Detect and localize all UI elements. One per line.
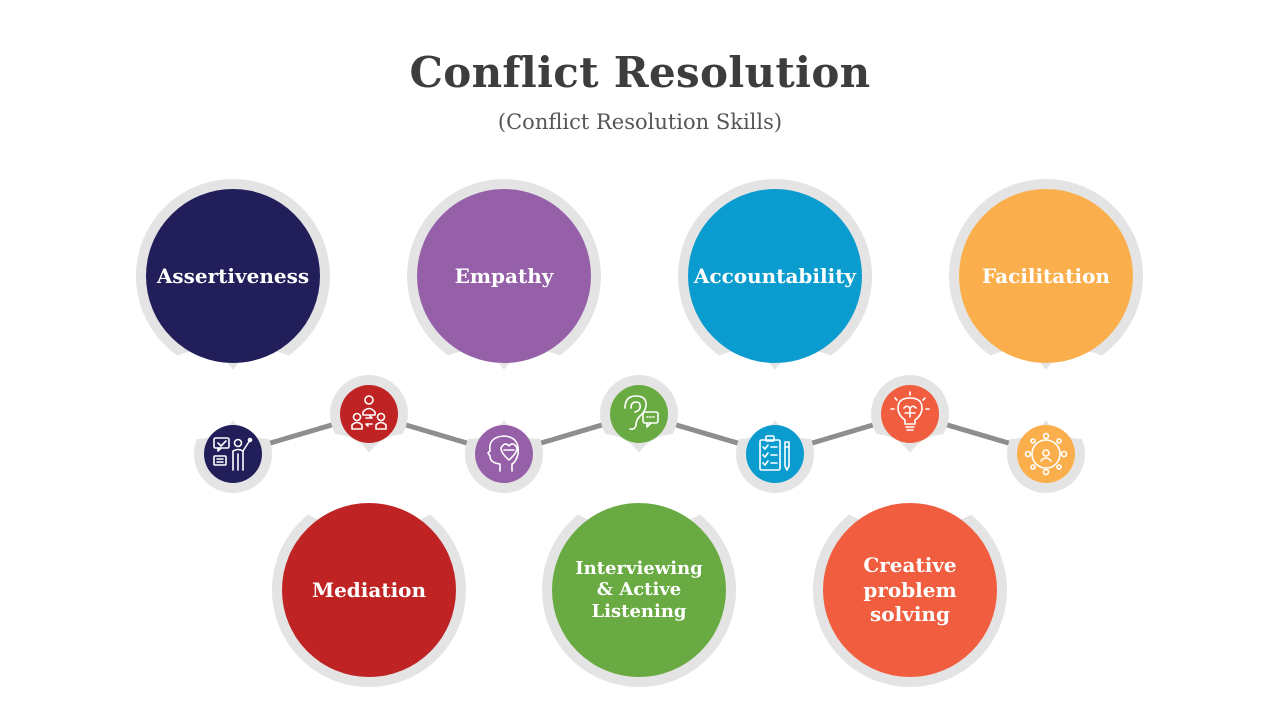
- mediation-people-icon: [351, 395, 387, 430]
- accountability-icon-circle: [746, 425, 804, 483]
- mediation-circle: [282, 503, 456, 677]
- team-network-icon: [1024, 432, 1068, 476]
- neck-cutouts: [153, 351, 1126, 522]
- page-title: Conflict Resolution: [409, 48, 871, 97]
- accountability-circle: [688, 189, 862, 363]
- facilitation-circle: [959, 189, 1133, 363]
- accountability-label: Accountability: [693, 263, 857, 288]
- clipboard-checklist-icon: [759, 435, 790, 471]
- assertiveness-label: Assertiveness: [156, 263, 310, 288]
- listening-circle: [552, 503, 726, 677]
- facilitation-label: Facilitation: [982, 263, 1110, 288]
- listening-icon-circle: [610, 385, 668, 443]
- head-heart-icon: [487, 435, 520, 472]
- problem-solving-circle: [823, 503, 997, 677]
- assertiveness-circle: [146, 189, 320, 363]
- page-subtitle: (Conflict Resolution Skills): [497, 110, 783, 134]
- negotiation-icon: [213, 437, 253, 471]
- lightbulb-brain-icon: [890, 391, 930, 431]
- listening-label: Interviewing & Active Listening: [575, 557, 703, 622]
- empathy-circle: [417, 189, 591, 363]
- mediation-label: Mediation: [311, 577, 427, 602]
- ear-speech-icon: [624, 395, 659, 430]
- empathy-label: Empathy: [454, 263, 554, 288]
- problem-solving-label: Creative problem solving: [863, 553, 957, 627]
- mediation-icon-circle: [340, 385, 398, 443]
